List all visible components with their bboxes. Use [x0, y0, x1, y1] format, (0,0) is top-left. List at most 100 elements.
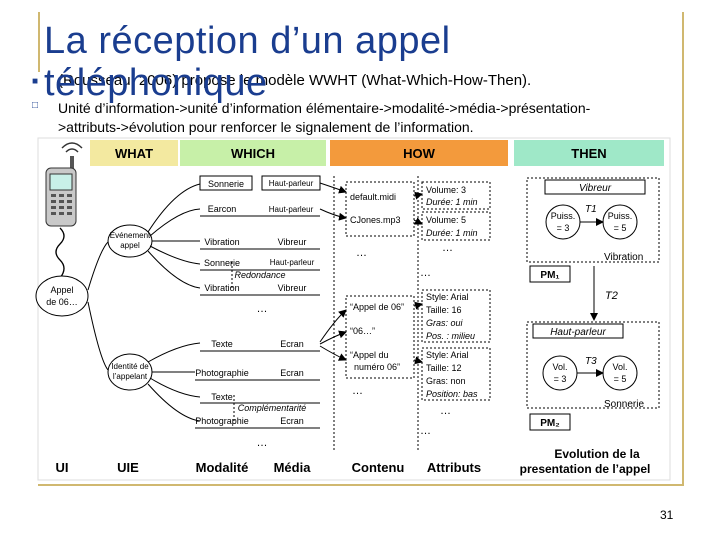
footer-evolution-line1: Evolution de la [554, 447, 640, 461]
how-dots-2: … [442, 242, 453, 254]
bullet-1-text: (Rousseau, 2006) propose le modèle WWHT … [58, 72, 532, 89]
decor-line-bottom [38, 484, 684, 486]
footer-media: Média [274, 460, 312, 475]
row-ecran1: Ecran [280, 339, 304, 349]
how-dots-5: … [440, 405, 451, 417]
edge-id-photo2 [147, 383, 201, 422]
row-vibration2: Vibration [204, 283, 239, 293]
row-texte1: Texte [211, 339, 233, 349]
edge-id-texte1 [147, 342, 201, 363]
then-pm1: PM₁ [540, 270, 559, 281]
decor-line-right [682, 12, 684, 486]
how-cjones: CJones.mp3 [350, 215, 401, 225]
how-posmilieu: Pos. : milieu [426, 331, 475, 341]
how-attr-box-2 [421, 211, 491, 241]
page-number: 31 [660, 508, 674, 522]
header-how: HOW [403, 146, 436, 161]
edge-evt-earcon [149, 208, 201, 237]
how-volume3: Volume: 3 [426, 185, 466, 195]
node-appel-line2: de 06… [46, 297, 78, 307]
footer-ui: UI [56, 460, 69, 475]
then-pm2: PM₂ [540, 418, 559, 429]
which-dots-1: … [257, 303, 268, 315]
then-puiss3-b: = 3 [557, 223, 570, 233]
row-hautparleur2: Haut-parleur [269, 205, 314, 214]
how-dots-4: … [352, 385, 363, 397]
how-taille12: Taille: 12 [426, 363, 462, 373]
how-posbas: Position: bas [426, 389, 478, 399]
edge-id-texte2 [149, 377, 201, 398]
footer-contenu: Contenu [352, 460, 405, 475]
header-which-bar [180, 140, 326, 166]
how-style1: Style: Arial [426, 292, 469, 302]
footer-uie: UIE [117, 460, 139, 475]
edge-appel-identite [87, 301, 109, 371]
how-text-group [345, 295, 415, 379]
how-grasnon: Gras: non [426, 376, 466, 386]
how-taille16: Taille: 16 [426, 305, 462, 315]
row-photographie2: Photographie [195, 416, 249, 426]
then-vol5-a: Vol. [612, 362, 627, 372]
header-how-bar [330, 140, 508, 166]
bullet-hollow-icon: □ [32, 100, 39, 111]
how-grasoui: Gras: oui [426, 318, 464, 328]
then-t2: T2 [605, 290, 618, 302]
row-redondance: Redondance [234, 270, 285, 280]
how-attr-box-4 [421, 347, 491, 401]
then-vol5-b: = 5 [614, 374, 627, 384]
then-vibreur-box [544, 179, 646, 195]
row-sonnerie1-box [199, 175, 253, 191]
then-vol3-a: Vol. [552, 362, 567, 372]
slide-title: La réception d’un appel [44, 20, 451, 62]
then-vibration: Vibration [604, 252, 643, 263]
how-appel06: “Appel de 06” [350, 302, 404, 312]
header-which: WHICH [231, 146, 275, 161]
node-identite-line2: l’appelant [113, 372, 148, 381]
how-defaultmidi: default.midi [350, 192, 396, 202]
node-identite-line1: Identité de [111, 362, 149, 371]
then-vibreur: Vibreur [579, 183, 612, 194]
row-sonnerie1: Sonnerie [208, 179, 244, 189]
then-puiss5-b: = 5 [614, 223, 627, 233]
how-volume5: Volume: 5 [426, 215, 466, 225]
how-appelnum-1: “Appel du [350, 350, 389, 360]
how-dots-6: … [420, 425, 431, 437]
row-sonnerie2: Sonnerie [204, 258, 240, 268]
then-t3: T3 [585, 356, 597, 367]
node-appel [35, 275, 89, 317]
how-num06: “06…” [350, 326, 375, 336]
edge-appel-evenement [87, 241, 109, 291]
row-photographie1: Photographie [195, 368, 249, 378]
then-pm2-box [529, 413, 571, 431]
then-t1: T1 [585, 204, 597, 215]
edge-evt-sonnerie1 [147, 183, 201, 233]
header-then-bar [514, 140, 664, 166]
then-hautparleur-box [532, 323, 624, 339]
slide-title-line2: téléphonique [44, 62, 268, 104]
edge-evt-sonnerie2 [149, 245, 201, 265]
header-what: WHAT [115, 146, 153, 161]
then-hautparleur-group [526, 321, 660, 409]
then-hautparleur: Haut-parleur [550, 327, 606, 338]
how-appelnum-2: numéro 06” [354, 362, 400, 372]
how-dots-1: … [356, 247, 367, 259]
row-vibration1: Vibration [204, 237, 239, 247]
node-evenement-line2: appel [120, 241, 140, 250]
row-vibreur1: Vibreur [278, 237, 307, 247]
row-earcon: Earcon [208, 204, 237, 214]
then-puiss5-a: Puiss. [608, 211, 633, 221]
how-duree1a: Durée: 1 min [426, 197, 478, 207]
bullet-square-icon: ■ [32, 76, 39, 87]
row-texte2: Texte [211, 392, 233, 402]
row-vibreur2: Vibreur [278, 283, 307, 293]
node-appel-line1: Appel [50, 285, 73, 295]
row-ecran3: Ecran [280, 416, 304, 426]
decor-line-left [38, 12, 40, 72]
footer-modalite: Modalité [196, 460, 249, 475]
how-duree1b: Durée: 1 min [426, 228, 478, 238]
how-style2: Style: Arial [426, 350, 469, 360]
how-attr-box-3 [421, 289, 491, 343]
then-pm1-box [529, 265, 571, 283]
header-then: THEN [571, 146, 606, 161]
